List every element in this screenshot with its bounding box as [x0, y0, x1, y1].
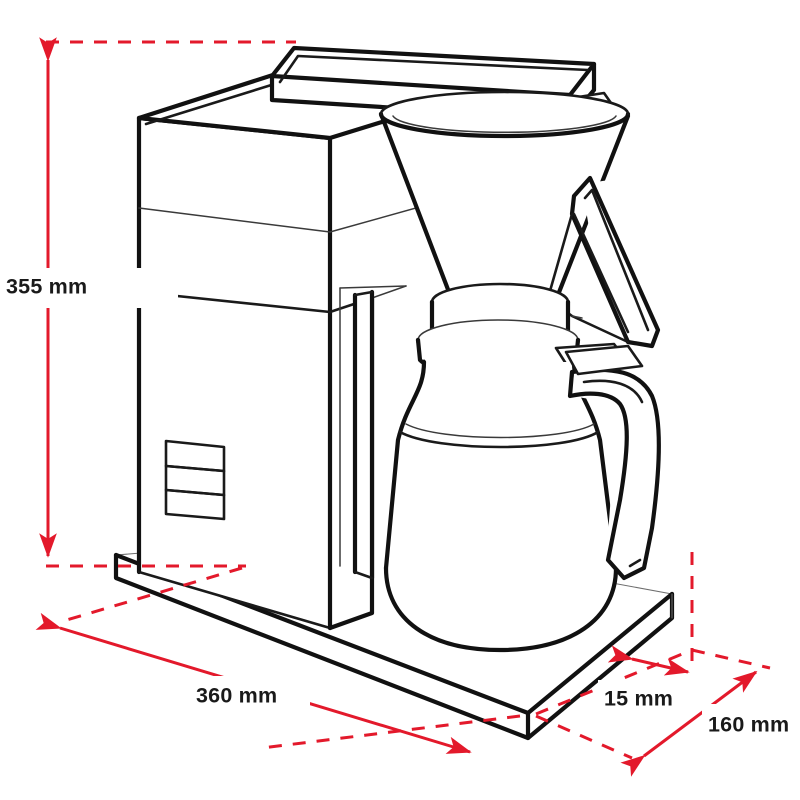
carafe-handle [564, 344, 676, 582]
depth-dimension-arrow [620, 670, 758, 777]
foot-dimension-arrow [607, 645, 690, 676]
label-backdrop-foot [598, 680, 694, 712]
support-column [339, 285, 407, 581]
carafe [383, 359, 619, 653]
label-backdrop-depth [702, 704, 800, 738]
depth-extension-bottom [535, 714, 633, 760]
control-panel [164, 439, 226, 521]
label-backdrop-width [190, 676, 310, 710]
dimension-label-foot: 15 mm [604, 687, 673, 711]
dimension-annotations: 355 mm 360 mm 15 mm 160 mm [0, 37, 800, 777]
dimension-label-width: 360 mm [196, 684, 277, 708]
dimension-label-height: 355 mm [6, 275, 87, 299]
dimension-label-depth: 160 mm [708, 713, 789, 737]
height-depth-dash [59, 566, 243, 624]
dimension-foot-15mm [607, 645, 690, 676]
label-backdrop-height [0, 268, 178, 308]
